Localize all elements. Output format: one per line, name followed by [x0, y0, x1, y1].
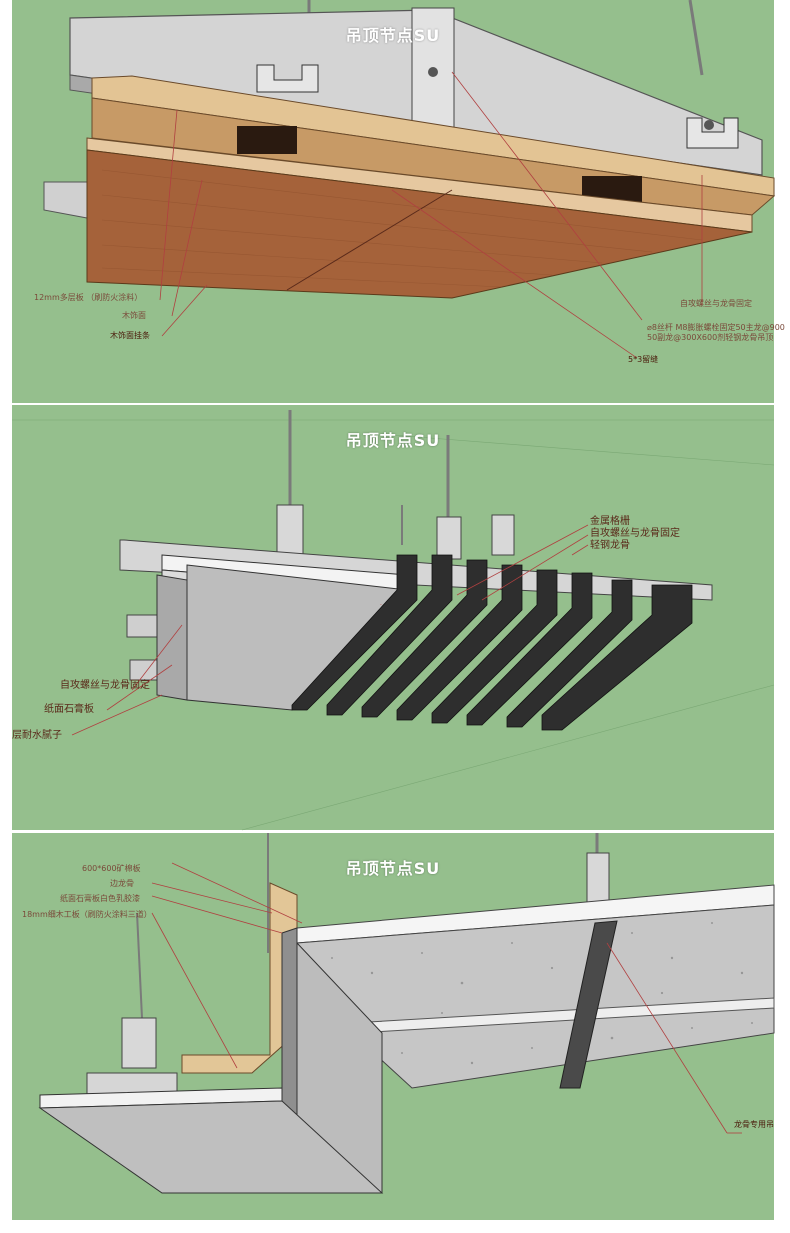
- label-rod-line2: 50副龙@300X600剂轻钢龙骨吊顶: [647, 333, 774, 342]
- label-gap: 5*3留缝: [628, 355, 659, 364]
- panel-1-drawing: [12, 0, 776, 403]
- label-putty: 层耐水腻子: [12, 730, 62, 741]
- label-wood-hanger: 木饰面挂条: [110, 331, 150, 340]
- svg-text:·: ·: [380, 602, 382, 609]
- panel-1-wood-ceiling: 吊顶节点SU 12mm多层板 （刷防火涂料） 木饰面 木饰面挂条 自攻螺丝与龙骨…: [12, 0, 785, 403]
- label-aluminum: 金属格栅: [590, 516, 630, 527]
- label-plywood: 12mm多层板 （刷防火涂料）: [34, 293, 143, 302]
- label-edge-keel: 边龙骨: [110, 879, 134, 888]
- label-mineral: 600*600矿棉板: [82, 864, 141, 873]
- panel-1-title: 吊顶节点SU: [345, 26, 441, 45]
- label-wood-face: 木饰面: [122, 311, 146, 320]
- panel-3-title: 吊顶节点SU: [345, 859, 441, 878]
- panel-2-grille-ceiling: · 吊顶节点SU 金属格栅 自攻螺丝与龙骨固定 轻钢龙骨 自攻螺丝与龙骨固定 纸…: [12, 405, 775, 831]
- panel-3-drawing: [12, 833, 775, 1220]
- label-rod-line1: ⌀8丝杆 M8膨胀螺栓固定50主龙@900: [647, 323, 785, 332]
- label-screw-keel-2: 自攻螺丝与龙骨固定: [590, 528, 680, 539]
- label-light-keel: 轻钢龙骨: [590, 540, 630, 551]
- panel-2-drawing: ·: [12, 405, 775, 831]
- label-screw-keel-left: 自攻螺丝与龙骨固定: [60, 680, 150, 691]
- label-screw-keel: 自攻螺丝与龙骨固定: [680, 299, 752, 308]
- label-gypsum-latex: 纸面石膏板白色乳胶漆: [60, 894, 140, 903]
- label-keel-hanger: 龙骨专用吊: [734, 1120, 774, 1129]
- label-gypsum: 纸面石膏板: [44, 704, 94, 715]
- label-blockboard: 18mm细木工板（刷防火涂料三道）: [22, 910, 152, 919]
- panel-2-title: 吊顶节点SU: [345, 431, 441, 450]
- panel-3-mineral-ceiling: 吊顶节点SU 600*600矿棉板 边龙骨 纸面石膏板白色乳胶漆 18mm细木工…: [12, 833, 775, 1220]
